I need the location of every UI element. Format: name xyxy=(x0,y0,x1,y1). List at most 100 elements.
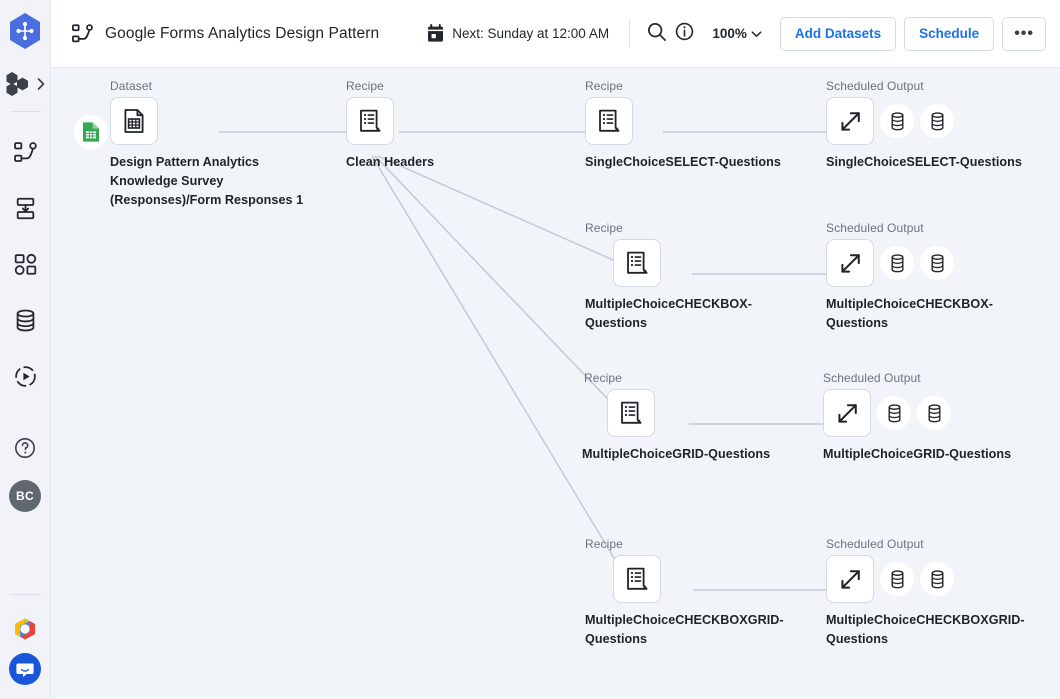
flow-graph-icon xyxy=(71,22,94,45)
support-chat-button[interactable] xyxy=(5,649,45,689)
node-caption: Recipe xyxy=(585,221,623,235)
output-db-badge[interactable] xyxy=(880,562,914,596)
project-hexagons-icon xyxy=(6,72,28,96)
node-label: Clean Headers xyxy=(346,155,435,169)
output-node-box[interactable] xyxy=(826,97,874,145)
database-cylinder-icon xyxy=(891,111,903,130)
source-type-badge xyxy=(74,115,108,149)
node-caption: Recipe xyxy=(585,79,623,93)
output-db-badge[interactable] xyxy=(917,396,951,430)
dataset-node-box[interactable] xyxy=(110,97,158,145)
node-recipe-3[interactable]: Recipe MultipleChoiceGRID-Questions xyxy=(582,371,812,464)
node-label: MultipleChoiceCHECKBOX-Questions xyxy=(826,297,993,330)
sidebar-item-flows[interactable] xyxy=(5,132,45,172)
google-sheets-icon xyxy=(83,122,99,142)
import-data-icon xyxy=(16,197,34,219)
database-cylinder-icon xyxy=(888,403,900,422)
search-button[interactable] xyxy=(642,17,670,51)
node-label: MultipleChoiceCHECKBOXGRID-Questions xyxy=(826,613,1025,646)
output-db-badge[interactable] xyxy=(920,562,954,596)
node-recipe-1[interactable]: Recipe SingleChoiceSELECT-Questions xyxy=(585,79,815,172)
octavia-hexagon-logo xyxy=(10,13,40,49)
sidebar-item-import[interactable] xyxy=(5,188,45,228)
search-icon xyxy=(646,21,667,47)
calendar-icon xyxy=(427,24,444,43)
flow-canvas[interactable]: Dataset Design Pattern Analytics Knowled… xyxy=(51,68,1060,699)
node-source-dataset[interactable]: Dataset Design Pattern Analytics Knowled… xyxy=(110,79,325,210)
node-label: MultipleChoiceCHECKBOX-Questions xyxy=(585,297,752,330)
avatar[interactable]: BC xyxy=(9,480,41,512)
export-arrow-icon xyxy=(837,403,857,423)
project-switcher[interactable] xyxy=(3,71,47,97)
schedule-status[interactable]: Next: Sunday at 12:00 AM xyxy=(427,24,609,43)
output-db-badge[interactable] xyxy=(877,396,911,430)
support-chat-icon xyxy=(9,653,41,685)
node-caption: Recipe xyxy=(585,537,623,551)
node-caption: Scheduled Output xyxy=(823,371,921,385)
node-label: SingleChoiceSELECT-Questions xyxy=(826,155,1022,169)
recipe-document-icon xyxy=(621,401,642,424)
node-caption: Scheduled Output xyxy=(826,79,924,93)
chevron-right-icon xyxy=(37,78,45,90)
node-recipe-2[interactable]: Recipe MultipleChoiceCHECKBOX-Questions xyxy=(585,221,790,333)
node-label: SingleChoiceSELECT-Questions xyxy=(585,155,781,169)
node-label: MultipleChoiceCHECKBOXGRID-Questions xyxy=(585,613,784,646)
sidebar-item-help[interactable] xyxy=(5,428,45,468)
export-arrow-icon xyxy=(840,111,860,131)
database-cylinder-icon xyxy=(928,403,940,422)
node-label: Design Pattern Analytics Knowledge Surve… xyxy=(110,155,304,207)
page-title: Google Forms Analytics Design Pattern xyxy=(105,24,380,42)
job-run-icon xyxy=(14,365,36,387)
node-recipe-4[interactable]: Recipe MultipleChoiceCHECKBOXGRID-Questi… xyxy=(585,537,793,649)
info-button[interactable] xyxy=(670,17,698,51)
apps-grid-icon xyxy=(14,253,36,275)
schedule-button[interactable]: Schedule xyxy=(904,16,995,51)
recipe-node-box[interactable] xyxy=(607,389,655,437)
schedule-text: Next: Sunday at 12:00 AM xyxy=(452,26,610,41)
more-options-button[interactable]: ••• xyxy=(1002,16,1046,51)
recipe-node-box[interactable] xyxy=(346,97,394,145)
info-circle-icon xyxy=(674,21,695,47)
recipe-node-box[interactable] xyxy=(613,555,661,603)
node-caption: Scheduled Output xyxy=(826,221,924,235)
output-db-badge[interactable] xyxy=(880,104,914,138)
recipe-document-icon xyxy=(599,109,620,132)
database-cylinder-icon xyxy=(891,253,903,272)
database-cylinder-icon xyxy=(931,253,943,272)
output-node-box[interactable] xyxy=(826,555,874,603)
output-db-badge[interactable] xyxy=(880,246,914,280)
node-caption: Recipe xyxy=(346,79,384,93)
sidebar-item-plans[interactable] xyxy=(5,244,45,284)
help-circle-icon xyxy=(15,438,35,458)
output-node-box[interactable] xyxy=(823,389,871,437)
add-datasets-button[interactable]: Add Datasets xyxy=(779,16,897,51)
database-cylinder-icon xyxy=(931,111,943,130)
output-db-badge[interactable] xyxy=(920,104,954,138)
rail-divider-top xyxy=(9,111,41,112)
sidebar-item-jobs[interactable] xyxy=(5,356,45,396)
google-cloud-button[interactable] xyxy=(5,609,45,649)
google-cloud-logo xyxy=(15,618,35,640)
node-output-1[interactable]: Scheduled Output xyxy=(826,79,1038,172)
database-cylinder-icon xyxy=(931,569,943,588)
node-caption: Scheduled Output xyxy=(826,537,924,551)
output-node-box[interactable] xyxy=(826,239,874,287)
left-rail: BC xyxy=(0,0,51,699)
node-output-3[interactable]: Scheduled Output xyxy=(823,371,1035,464)
app-logo[interactable] xyxy=(8,12,42,55)
recipe-node-box[interactable] xyxy=(613,239,661,287)
node-label: MultipleChoiceGRID-Questions xyxy=(823,447,1012,461)
chevron-down-icon xyxy=(751,26,762,41)
sidebar-item-connections[interactable] xyxy=(5,300,45,340)
node-output-4[interactable]: Scheduled Output xyxy=(826,537,1031,649)
export-arrow-icon xyxy=(840,569,860,589)
zoom-control[interactable]: 100% xyxy=(712,26,762,41)
table-document-icon xyxy=(124,109,144,133)
app-header: Google Forms Analytics Design Pattern Ne… xyxy=(51,0,1060,68)
node-output-2[interactable]: Scheduled Output xyxy=(826,221,1031,333)
node-caption: Dataset xyxy=(110,79,153,93)
node-clean-headers[interactable]: Recipe Clean Headers xyxy=(346,79,466,172)
node-caption: Recipe xyxy=(584,371,622,385)
output-db-badge[interactable] xyxy=(920,246,954,280)
recipe-node-box[interactable] xyxy=(585,97,633,145)
